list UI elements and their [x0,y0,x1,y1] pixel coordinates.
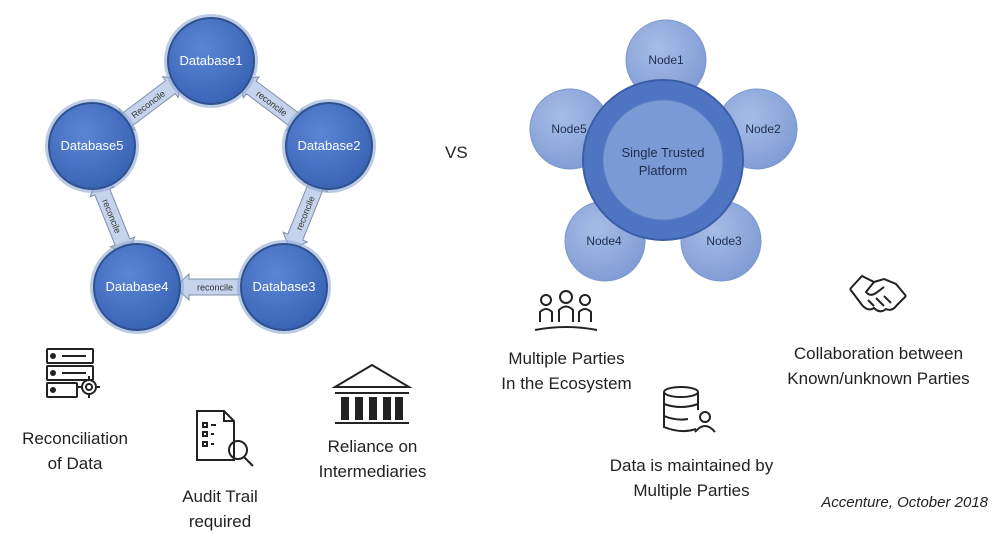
multiple-parties-caption: Multiple Parties In the Ecosystem [484,346,649,396]
audit-document-icon [196,410,254,467]
database-node-4: Database4 [90,240,184,334]
caption-line: Multiple Parties [633,481,750,500]
caption-line: of Data [47,454,103,473]
database-user-icon [663,386,716,433]
right-platform-diagram: Node1 Node2 Node3 Node4 Node5 Single Tru… [529,19,798,282]
database-label: Database5 [61,138,124,153]
database-node-3: Database3 [237,240,331,334]
caption-line: In the Ecosystem [501,374,632,393]
node-label: Node4 [586,234,622,248]
caption-line: Reliance on [327,437,418,456]
bank-building-icon [331,363,413,424]
node-label: Node5 [551,122,587,136]
node-label: Node2 [745,122,781,136]
source-credit: Accenture, October 2018 [821,494,988,511]
people-group-icon [534,290,598,331]
handshake-icon [849,274,907,313]
database-label: Database2 [298,138,361,153]
caption-line: Collaboration between [793,344,964,363]
left-database-ring: reconcile Reconcile reconcile reconcile … [45,14,376,334]
node-label: Node3 [706,234,742,248]
node-label: Node1 [648,53,684,67]
node-1: Node1 [625,19,707,101]
reconcile-label: reconcile [197,283,233,293]
server-settings-icon [46,348,100,398]
caption-line: Known/unknown Parties [787,369,970,388]
intermediaries-caption: Reliance on Intermediaries [300,434,445,484]
caption-line: Reconciliation [22,429,128,448]
database-label: Database1 [180,53,243,68]
audit-trail-caption: Audit Trail required [160,484,280,534]
caption-line: Data is maintained by [609,456,774,475]
single-trusted-platform: Single Trusted Platform [582,79,744,241]
database-label: Database4 [106,279,169,294]
caption-line: Intermediaries [318,462,427,481]
caption-line: Audit Trail [182,487,258,506]
caption-line: required [188,512,252,531]
reconciliation-caption: Reconciliation of Data [0,426,150,476]
platform-label-line1: Single Trusted [621,145,704,160]
caption-line: Multiple Parties [508,349,625,368]
platform-label-line2: Platform [639,163,687,178]
database-node-5: Database5 [45,99,139,193]
collaboration-caption: Collaboration between Known/unknown Part… [766,341,991,391]
database-node-2: Database2 [282,99,376,193]
database-label: Database3 [253,279,316,294]
vs-label: VS [445,143,468,162]
database-node-1: Database1 [164,14,258,108]
data-maintained-caption: Data is maintained by Multiple Parties [584,453,799,503]
